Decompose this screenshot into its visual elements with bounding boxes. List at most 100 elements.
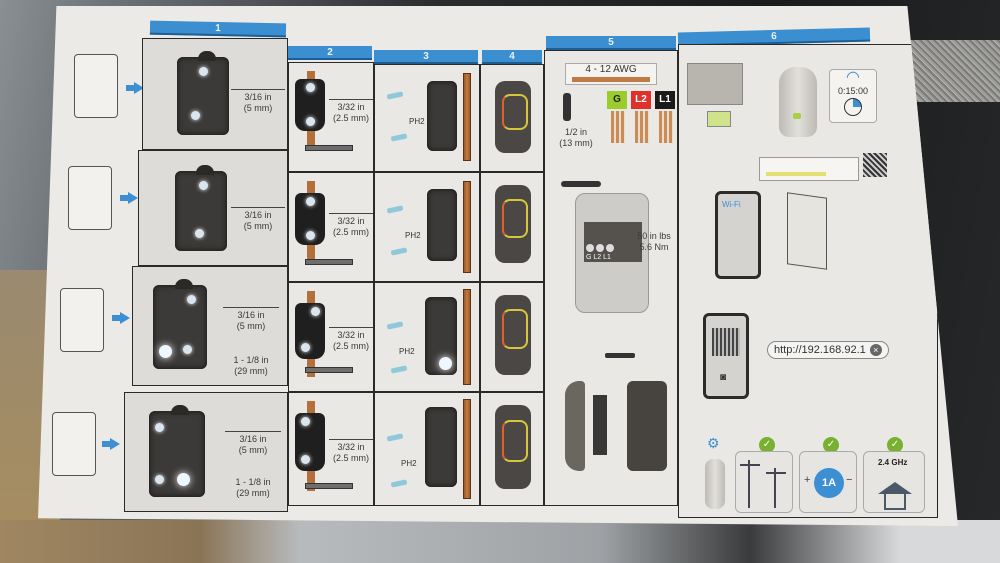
pilot-size-label: 3/32 in(2.5 mm) [329,439,373,464]
background-surface [0,520,1000,563]
screw-icon [390,365,408,374]
connector-faceplate [593,395,607,455]
breaker-switch-icon [707,111,731,127]
wall-connector-unit [779,67,817,137]
backplate-diagram [74,54,118,118]
breaker-panel-icon [687,63,743,105]
url-bubble: http://192.168.92.1× [767,341,889,359]
terminal-tag-g: G [607,91,627,109]
screwdriver-label: PH2 [405,231,421,240]
step-2-row-4: 3/32 in(2.5 mm) [288,392,374,506]
conduit-size-label: 1 - 1/8 in(29 mm) [233,355,269,376]
mounting-plate [295,413,325,471]
step-2-row-2: 3/32 in(2.5 mm) [288,172,374,282]
wifi-band-label: 2.4 GHz [878,458,908,467]
house-icon [884,494,906,510]
step-4-row-1 [480,64,544,172]
wire-stripper-icon [563,93,571,121]
wall-stud [463,399,471,499]
arrow-right-icon [102,438,120,450]
screw-icon [390,479,408,488]
screwdriver-label: PH2 [401,459,417,468]
step-1-row-2: 3/16 in(5 mm) [138,150,288,266]
wall-connector-front [149,405,205,497]
step-header-2: 2 [288,46,372,60]
wire-gauge-box: 4 - 12 AWG [565,63,657,85]
step-1-row-3: 3/16 in(5 mm) 1 - 1/8 in(29 mm) [132,266,288,386]
step-4-row-2 [480,172,544,282]
screw-icon [386,91,404,100]
drill-size-label: 3/16 in(5 mm) [231,207,285,232]
step-header-4: 4 [482,50,542,64]
step-4-row-4 [480,392,544,506]
step-header-1: 1 [149,20,287,38]
screwdriver-icon [561,181,601,187]
arrow-right-icon [112,312,130,324]
check-icon: ✓ [887,437,903,453]
arrow-right-icon [126,82,144,94]
wall-connector-small [705,459,725,509]
wired-connector [495,295,531,375]
wire-gauge-label: 4 - 12 AWG [585,64,637,75]
backplate-diagram [52,412,96,476]
terminal-tag-l2: L2 [631,91,651,109]
conduit-size-label: 1 - 1/8 in(29 mm) [235,477,271,498]
screw-icon [386,205,404,214]
house-roof-icon [878,482,912,494]
setup-url: http://192.168.92.1 [774,344,866,356]
wifi-credentials-label [759,157,859,181]
connector-rear-body [627,381,667,471]
step-3-row-1: PH2 [374,64,480,172]
camera-icon: ◙ [720,372,727,383]
screwdriver-icon [605,353,635,358]
step-2-row-1: 3/32 in(2.5 mm) [288,62,374,172]
drill-size-label: 3/16 in(5 mm) [223,307,279,332]
wall-connector-side [425,297,457,375]
strip-length-label: 1/2 in(13 mm) [559,127,593,148]
wall-connector-side [427,189,457,261]
pilot-size-label: 3/32 in(2.5 mm) [329,213,373,238]
requirement-power-lines [735,451,793,513]
wall-connector-front [153,279,207,369]
wall-connector-side [425,407,457,487]
wall-connector-front [175,165,227,251]
connector-cover-side [565,381,585,471]
drill-size-label: 3/16 in(5 mm) [231,89,285,114]
step-header-3: 3 [374,50,478,64]
wired-connector [495,185,531,263]
wired-connector [495,81,531,153]
screwdriver-label: PH2 [409,117,425,126]
step-1-row-1: 3/16 in(5 mm) [142,38,288,150]
gear-icon: ⚙ [707,435,720,451]
wall-stud [463,73,471,161]
mounting-plate [295,193,325,245]
screw-icon [386,433,404,442]
step-1-row-4: 3/16 in(5 mm) 1 - 1/8 in(29 mm) [124,392,288,512]
wired-connector [495,405,531,489]
phone-qr-screen: ◙ [703,313,749,399]
terminal-tag-l1: L1 [655,91,675,109]
pilot-size-label: 3/32 in(2.5 mm) [329,99,373,124]
terminal-order-label: G L2 L1 [586,254,611,261]
step-2-row-3: 3/32 in(2.5 mm) [288,282,374,392]
screw-icon [390,247,408,256]
check-icon: ✓ [759,437,775,453]
drill-size-label: 3/16 in(5 mm) [225,431,281,456]
amperage-badge: 1A [814,468,844,498]
qr-code-icon [712,328,740,356]
wall-stud [463,181,471,273]
backplate-diagram [68,166,112,230]
mounting-plate [295,303,325,359]
wall-stud [463,289,471,385]
screw-icon [390,133,408,142]
close-icon: × [869,344,882,356]
wifi-network-label: Wi-Fi [722,200,741,209]
requirement-home-wifi: 2.4 GHz [863,451,925,513]
phone-wifi-screen: Wi-Fi [715,191,761,279]
wifi-icon: ◠ [846,69,860,86]
clock-icon [844,98,862,116]
timer-label: 0:15:00 [837,86,869,96]
wall-connector-front [177,51,229,135]
wall-connector-side [427,81,457,151]
